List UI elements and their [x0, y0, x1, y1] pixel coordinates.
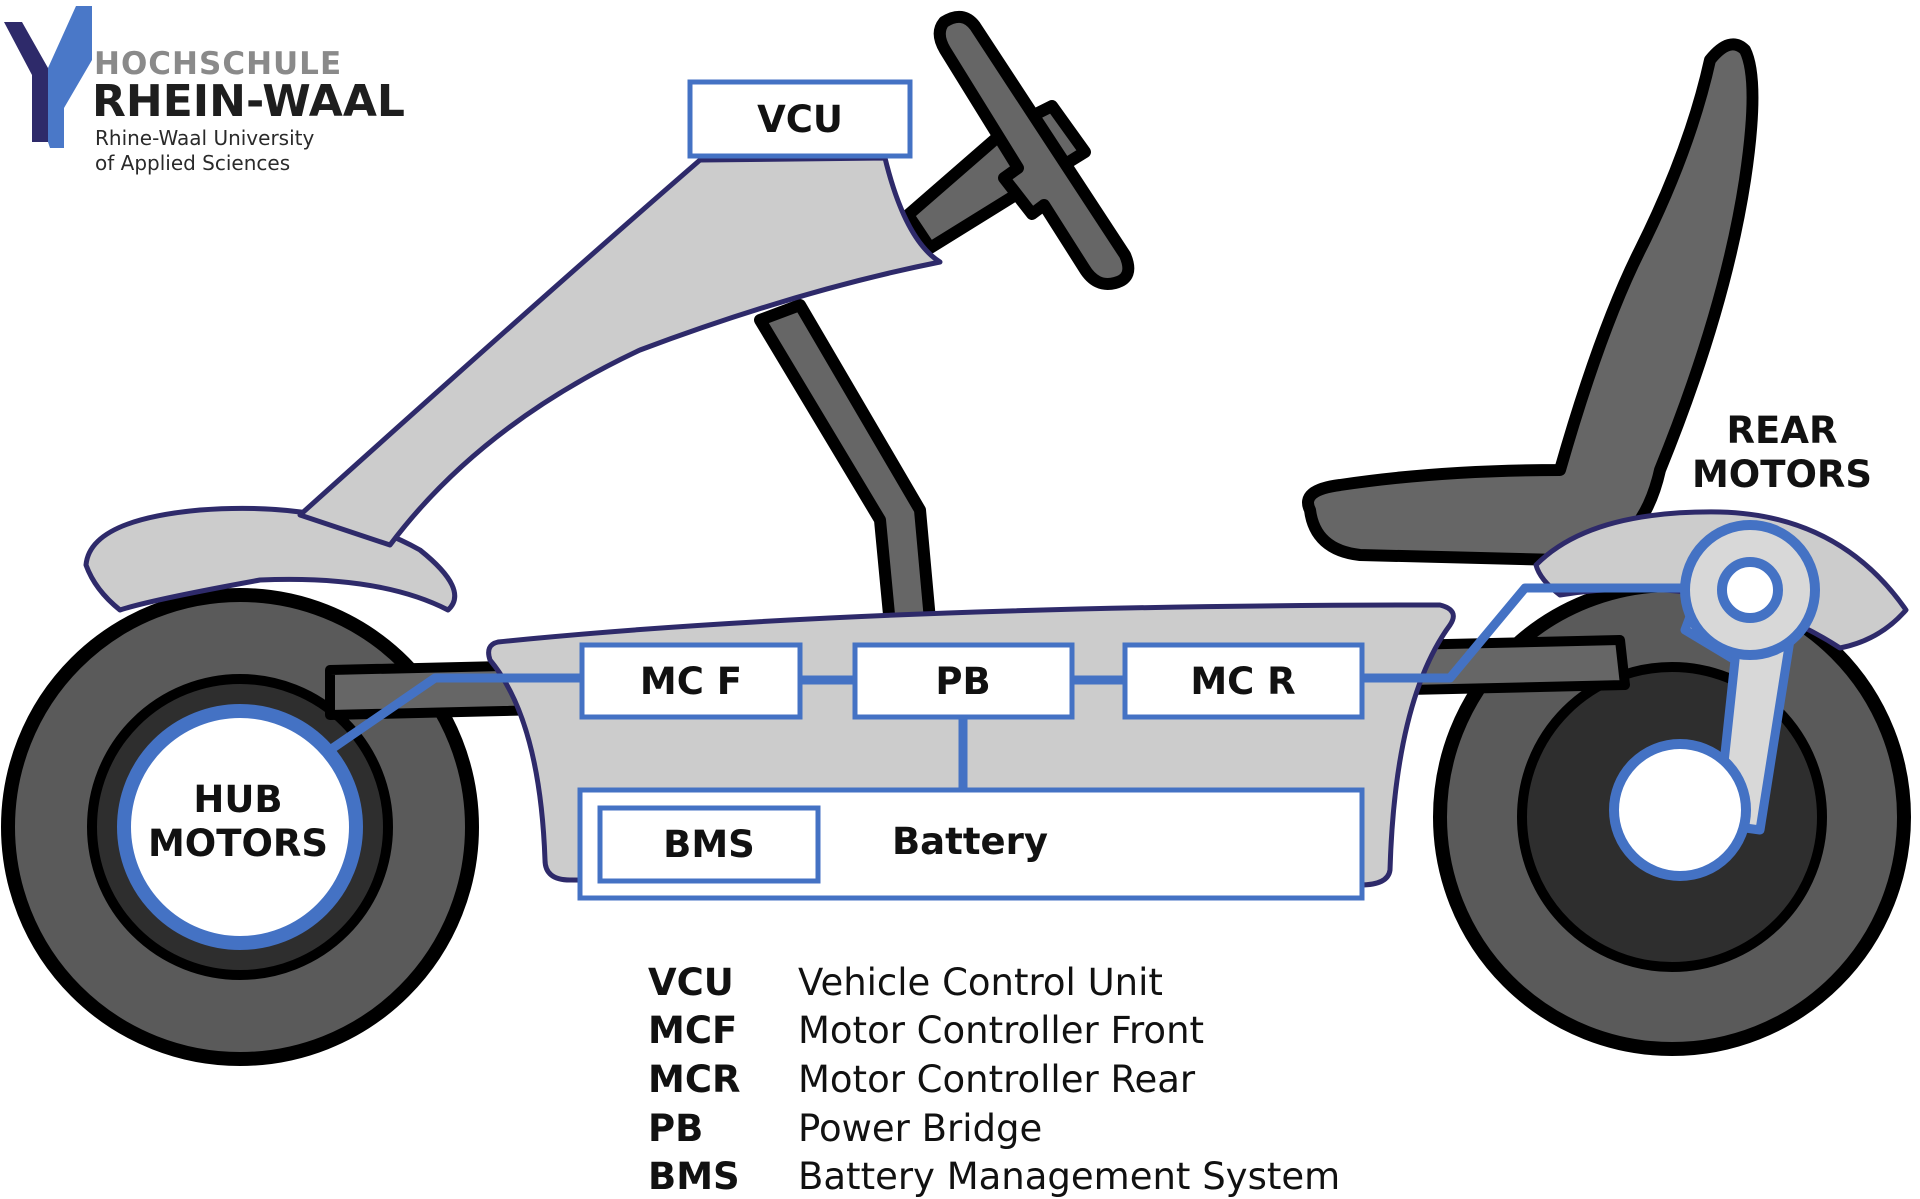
vcu-box: VCU	[687, 79, 913, 159]
frame-support-tube	[754, 299, 936, 631]
rear-motor-assembly	[1609, 520, 1820, 881]
battery-label: Battery	[892, 820, 1048, 863]
front-wheel	[1, 588, 479, 1066]
rear-motors-label-line1: REAR	[1727, 409, 1838, 452]
mcf-box: MC F	[579, 642, 803, 720]
legend-full-vcu: Vehicle Control Unit	[798, 961, 1163, 1004]
pb-label: PB	[935, 660, 990, 703]
logo-y-mark-blue	[48, 6, 92, 148]
legend-abbr-vcu: VCU	[648, 961, 734, 1004]
legend-abbr-pb: PB	[648, 1107, 703, 1150]
legend-full-mcr: Motor Controller Rear	[798, 1058, 1196, 1101]
legend-abbr-mcf: MCF	[648, 1009, 737, 1052]
hub-motors-label-line2: MOTORS	[148, 822, 328, 865]
mcr-label: MC R	[1190, 660, 1295, 703]
legend-abbr-bms: BMS	[648, 1155, 740, 1198]
wiring	[327, 583, 1700, 788]
rear-motors-label-line2: MOTORS	[1692, 453, 1872, 496]
bms-box: BMS	[597, 805, 821, 884]
legend-full-bms: Battery Management System	[798, 1155, 1340, 1198]
steering-wheel	[933, 10, 1135, 290]
logo-rhein-waal: RHEIN-WAAL	[92, 76, 405, 127]
hub-motors-label-line1: HUB	[193, 778, 282, 821]
legend-full-pb: Power Bridge	[798, 1107, 1042, 1150]
front-body-shroud	[297, 155, 943, 548]
wire-hub-to-mcf	[327, 673, 582, 754]
university-logo: HOCHSCHULE RHEIN-WAAL Rhine-Waal Univers…	[4, 6, 405, 175]
hub-motor	[117, 704, 363, 950]
logo-subtitle-1: Rhine-Waal University	[95, 126, 314, 150]
mcf-label: MC F	[640, 660, 742, 703]
wire-mcr-to-rear-motor	[1362, 583, 1700, 683]
logo-hochschule: HOCHSCHULE	[94, 46, 342, 82]
legend-abbr-mcr: MCR	[648, 1058, 740, 1101]
mcr-box: MC R	[1122, 642, 1365, 720]
legend-full-mcf: Motor Controller Front	[798, 1009, 1204, 1052]
logo-y-mark	[4, 22, 48, 142]
seat	[1302, 38, 1759, 566]
logo-subtitle-2: of Applied Sciences	[95, 151, 290, 175]
vcu-label: VCU	[757, 98, 843, 141]
pb-box: PB	[852, 642, 1075, 720]
bms-label: BMS	[663, 823, 755, 866]
legend: VCU Vehicle Control Unit MCF Motor Contr…	[648, 961, 1340, 1198]
